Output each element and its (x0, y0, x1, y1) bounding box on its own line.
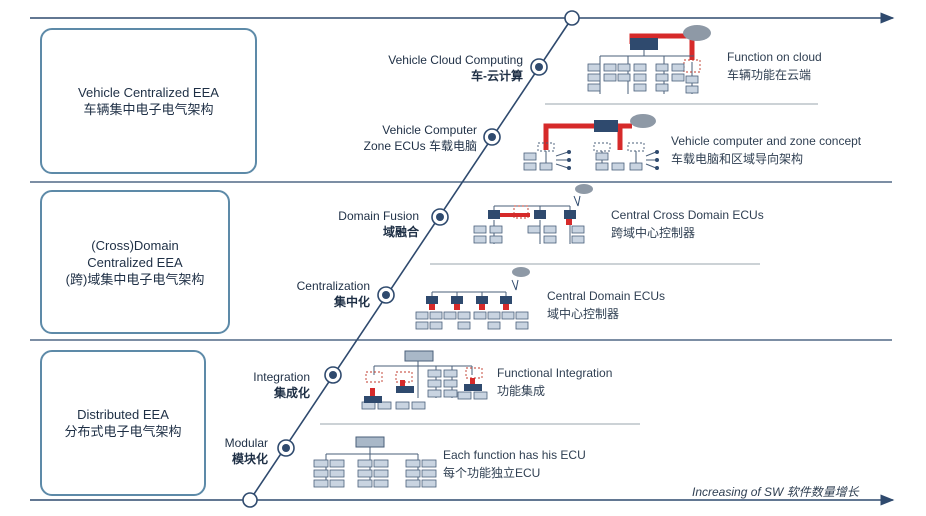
stage-label-en: Vehicle Computer (382, 123, 477, 137)
description-en: Functional Integration (497, 366, 613, 380)
description-integration: Functional Integration 功能集成 (497, 364, 612, 400)
description-cn: 功能集成 (497, 384, 546, 398)
description-cn: 每个功能独立ECU (443, 466, 541, 480)
description-cn: 跨域中心控制器 (611, 226, 696, 240)
stage-label-central: Centralization 集中化 (260, 278, 370, 310)
tier-title-cn: 分布式电子电气架构 (64, 424, 182, 439)
tier-box-cross-domain: (Cross)Domain Centralized EEA (跨)域集中电子电气… (40, 190, 230, 334)
illustration-modular (313, 436, 437, 488)
stage-label-en: Vehicle Cloud Computing (388, 53, 523, 67)
description-cn: 域中心控制器 (547, 307, 620, 321)
description-zone: Vehicle computer and zone concept 车载电脑和区… (671, 132, 861, 168)
illustration-cloud-computing (587, 25, 711, 94)
tier-title-en-2: Centralized EEA (87, 254, 183, 270)
stage-label-integration: Integration 集成化 (220, 369, 310, 401)
description-fusion: Central Cross Domain ECUs 跨域中心控制器 (611, 206, 764, 242)
illustration-domain-fusion (473, 184, 593, 244)
tier-title-en: Distributed EEA (77, 407, 169, 422)
stage-label-cn: 集成化 (273, 386, 310, 400)
description-cn: 车辆功能在云端 (727, 68, 812, 82)
illustration-centralization (415, 267, 530, 330)
stage-label-cn: 模块化 (231, 452, 268, 466)
evolution-diagonal-line (249, 17, 573, 501)
stage-marker-fusion (431, 208, 449, 226)
start-circle (242, 492, 258, 508)
tier-box-vehicle-centralized: Vehicle Centralized EEA 车辆集中电子电气架构 (40, 28, 257, 174)
illustration-integration (361, 350, 488, 410)
axis-label-sw-increase: Increasing of SW 软件数量增长 (692, 485, 859, 499)
tier-dividers (30, 181, 892, 341)
stage-marker-modular (277, 439, 295, 457)
stage-label-en: Centralization (296, 279, 370, 293)
description-cn: 车载电脑和区域导向架构 (671, 152, 804, 166)
tier-title-en: Vehicle Centralized EEA (78, 85, 219, 100)
stage-marker-central (377, 286, 395, 304)
illustration-vehicle-computer (523, 114, 659, 171)
tier-title-cn: (跨)域集中电子电气架构 (65, 271, 205, 287)
stage-label-en: Modular (224, 436, 268, 450)
description-cloud: Function on cloud 车辆功能在云端 (727, 48, 822, 84)
stage-label-cloud: Vehicle Cloud Computing 车-云计算 (340, 52, 523, 84)
stage-label-zone: Vehicle Computer Zone ECUs 车载电脑 (330, 122, 477, 154)
stage-label-cn: 集中化 (333, 295, 370, 309)
description-modular: Each function has his ECU 每个功能独立ECU (443, 446, 586, 482)
description-central: Central Domain ECUs 域中心控制器 (547, 287, 665, 323)
stage-separators (320, 103, 818, 425)
stage-label-en: Integration (253, 370, 310, 384)
tier-title-en: (Cross)Domain (91, 237, 179, 253)
tier-box-distributed: Distributed EEA 分布式电子电气架构 (40, 350, 206, 496)
description-en: Central Cross Domain ECUs (611, 208, 764, 222)
description-en: Each function has his ECU (443, 448, 586, 462)
stage-marker-cloud (530, 58, 548, 76)
description-en: Function on cloud (727, 50, 822, 64)
stage-label-cn: 车-云计算 (471, 69, 523, 83)
tier-title-cn: 车辆集中电子电气架构 (83, 102, 214, 117)
stage-markers (277, 58, 548, 457)
stage-label-modular: Modular 模块化 (200, 435, 268, 467)
stage-label-en: Domain Fusion (338, 209, 419, 223)
stage-marker-zone (483, 128, 501, 146)
stage-label-fusion: Domain Fusion 域融合 (300, 208, 419, 240)
description-en: Central Domain ECUs (547, 289, 666, 303)
description-en: Vehicle computer and zone concept (671, 134, 862, 148)
stage-label-cn: 域融合 (382, 225, 419, 239)
end-circle (564, 10, 580, 26)
stage-label-cn: Zone ECUs 车载电脑 (363, 139, 477, 153)
stage-marker-integration (324, 366, 342, 384)
